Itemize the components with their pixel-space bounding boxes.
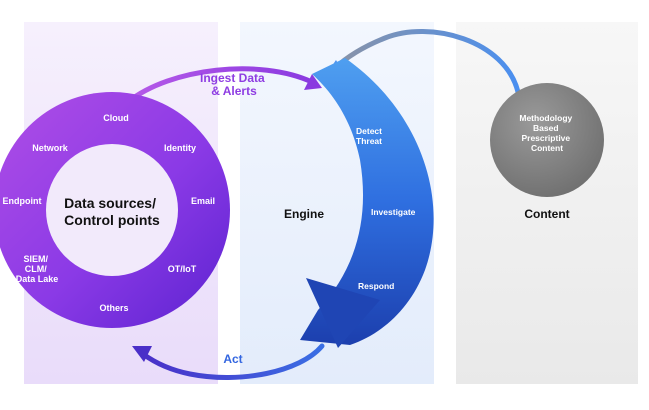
source-email: Email <box>191 196 215 206</box>
engine-title: Engine <box>284 207 324 221</box>
sources-center-circle <box>46 144 178 276</box>
ingest-label-line2: & Alerts <box>211 84 257 98</box>
act-label: Act <box>223 352 242 366</box>
ingest-arrowhead <box>304 74 322 90</box>
engine-detect-line1: Detect <box>356 126 382 136</box>
ingest-label-line1: Ingest Data <box>200 71 265 85</box>
source-siem-line1: SIEM/ <box>23 254 48 264</box>
content-circle-line2: Based <box>533 123 559 133</box>
source-cloud: Cloud <box>103 113 129 123</box>
content-circle-line1: Methodology <box>519 113 572 123</box>
act-arrowhead <box>132 346 152 362</box>
source-siem: SIEM/ CLM/ Data Lake <box>16 254 59 284</box>
engine-arrow <box>300 58 434 345</box>
act-arrow <box>140 343 325 381</box>
sources-center-line1: Data sources/ <box>64 195 156 211</box>
engine-investigate: Investigate <box>371 207 416 217</box>
engine-respond: Respond <box>358 281 394 291</box>
sources-center-label: Data sources/ Control points <box>64 195 160 228</box>
engine-arrowhead <box>306 278 380 348</box>
ingest-label: Ingest Data & Alerts <box>200 71 268 98</box>
content-column-bg <box>456 22 638 384</box>
content-circle-label: Methodology Based Prescriptive Content <box>519 113 574 153</box>
content-title: Content <box>524 207 569 221</box>
ingest-arrow <box>125 66 315 105</box>
engine-detect-threat: Detect Threat <box>356 126 384 146</box>
content-to-engine-arrow <box>332 29 521 95</box>
source-identity: Identity <box>164 143 196 153</box>
engine-detect-line2: Threat <box>356 136 382 146</box>
content-circle-line3: Prescriptive <box>521 133 570 143</box>
source-others: Others <box>99 303 128 313</box>
source-otiot: OT/IoT <box>168 264 197 274</box>
content-circle <box>490 83 604 197</box>
source-network: Network <box>32 143 69 153</box>
source-endpoint: Endpoint <box>3 196 42 206</box>
content-circle-line4: Content <box>531 143 563 153</box>
source-siem-line3: Data Lake <box>16 274 59 284</box>
sources-center-line2: Control points <box>64 212 160 228</box>
source-siem-line2: CLM/ <box>25 264 47 274</box>
